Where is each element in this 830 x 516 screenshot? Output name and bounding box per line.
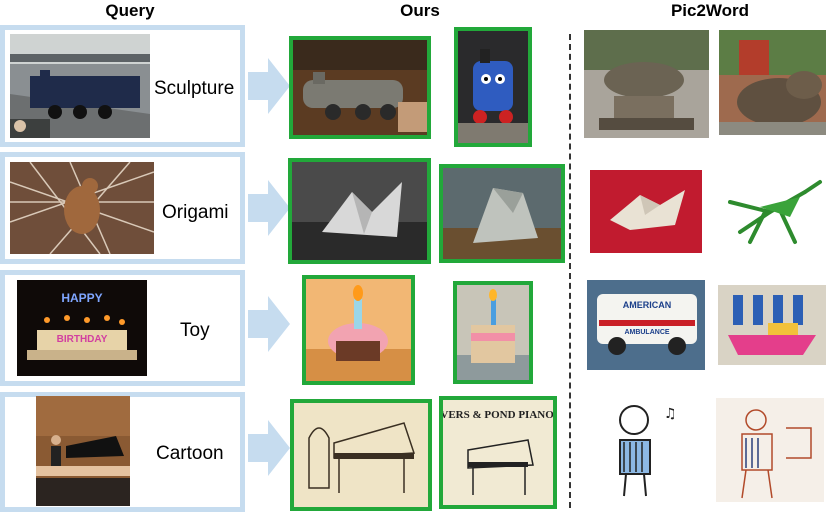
pic2word-result-accordion-cartoon: ♫ [604,398,682,498]
query-label-origami: Origami [162,202,229,223]
pic2word-result-toy-ambulance: AMERICAN AMBULANCE [587,280,705,370]
ours-result-plush-cake-slice [453,281,533,384]
pic2word-result-origami-mantis [720,172,826,252]
ours-result-paper-squirrel [288,158,431,264]
ours-result-blue-train [454,27,532,147]
pic2word-column-header: Pic2Word [670,1,750,20]
pic2word-result-toy-boat [718,285,826,365]
svg-text:HAPPY: HAPPY [61,291,102,305]
query-image-squirrel [10,162,154,254]
ours-result-piano-drawing [290,399,432,511]
ours-column-header: Ours [400,1,440,20]
svg-text:BIRTHDAY: BIRTHDAY [57,334,108,345]
ours-result-piano-ad: IVERS & POND PIANOS [439,396,557,509]
arrow-icon [248,180,290,236]
svg-text:♫: ♫ [664,406,677,422]
arrow-icon [248,420,290,476]
arrow-icon [248,296,290,352]
pic2word-result-origami-dragon [590,170,702,253]
svg-text:AMBULANCE: AMBULANCE [624,329,669,336]
query-column-header: Query [105,1,155,20]
query-image-birthday: HAPPY BIRTHDAY [17,280,147,376]
query-image-train [10,34,150,138]
ours-result-plush-cupcake [302,275,415,385]
query-label-cartoon: Cartoon [156,443,224,464]
pic2word-result-pig-sculpture [584,30,709,138]
ours-result-locomotive [289,36,431,139]
ours-result-paper-squirrel-2 [439,164,565,263]
pic2word-result-accordion-sketch [716,398,824,502]
svg-text:IVERS & POND PIANOS: IVERS & POND PIANOS [443,409,553,421]
pic2word-result-hippo-sculpture [719,30,826,135]
arrow-icon [248,58,290,114]
query-image-pianist [36,396,130,506]
query-label-toy: Toy [180,320,210,341]
query-label-sculpture: Sculpture [154,78,235,99]
svg-text:AMERICAN: AMERICAN [623,300,672,310]
column-divider [569,34,571,508]
